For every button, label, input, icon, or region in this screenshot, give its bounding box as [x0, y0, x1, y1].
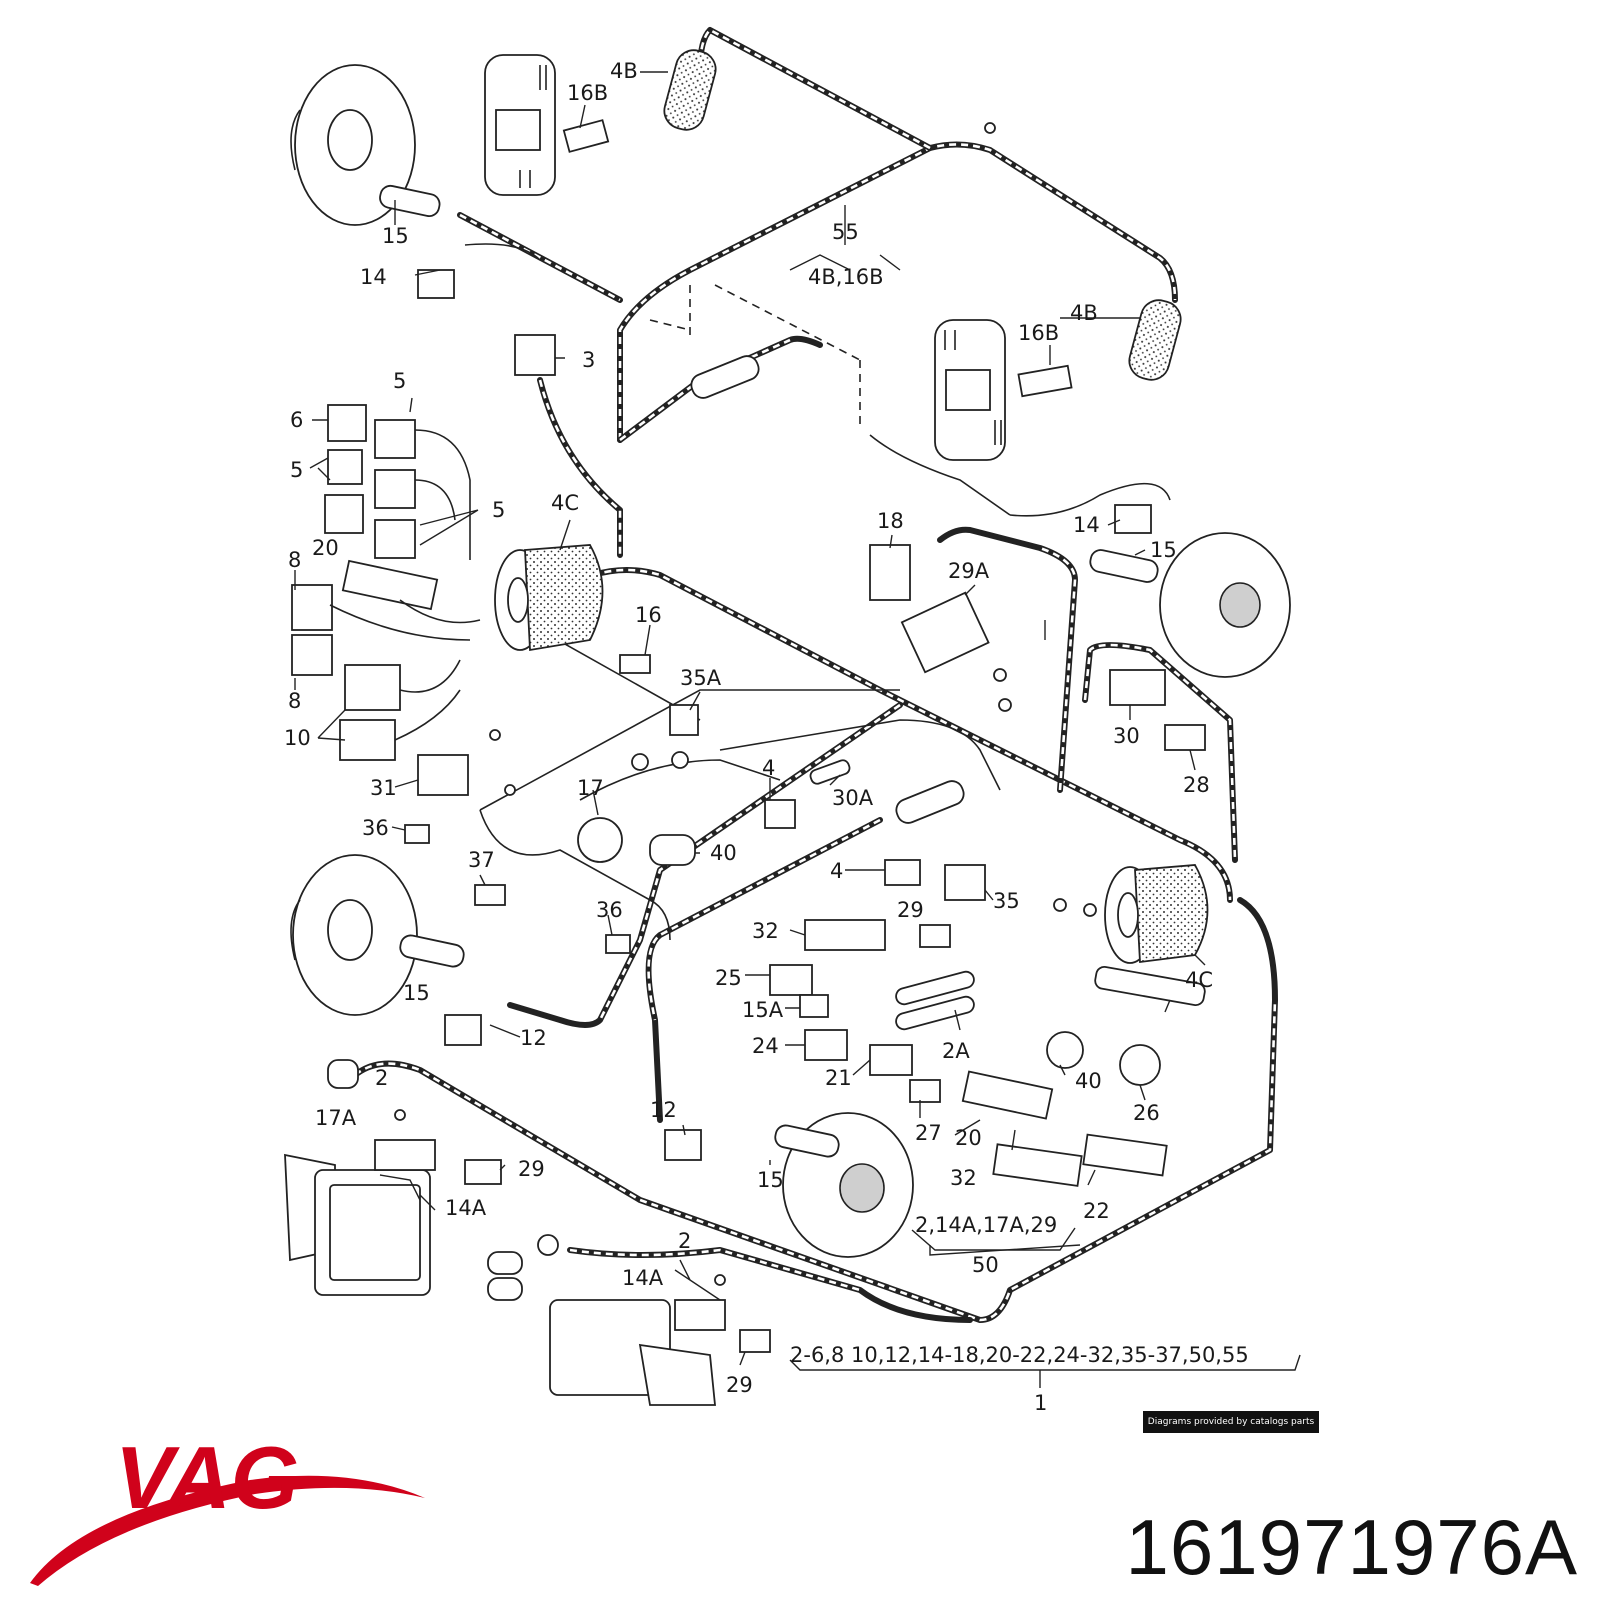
- label-40-b: 40: [1075, 1069, 1102, 1093]
- label-27: 27: [915, 1121, 942, 1145]
- label-14-b: 14: [1073, 513, 1100, 537]
- label-3: 3: [582, 348, 595, 372]
- label-29-b: 29: [518, 1157, 545, 1181]
- label-4-a: 4: [762, 756, 775, 780]
- label-12-a: 12: [520, 1026, 547, 1050]
- brake-disc-rear-right: [1089, 532, 1291, 678]
- label-32-a: 32: [752, 919, 779, 943]
- label-4C-upper: 4C: [551, 491, 579, 515]
- label-36-b: 36: [596, 898, 623, 922]
- label-group-1: 2-6,8 10,12,14-18,20-22,24-32,35-37,50,5…: [790, 1343, 1249, 1367]
- lamp-seal-4B-left: [562, 49, 717, 153]
- brake-disc-front-right: [774, 1112, 914, 1258]
- label-16B-left: 16B: [567, 81, 608, 105]
- label-20-a: 20: [312, 536, 339, 560]
- label-12-b: 12: [650, 1098, 677, 1122]
- label-20-b: 20: [955, 1126, 982, 1150]
- label-14-a: 14: [360, 265, 387, 289]
- ground-lugs: [394, 122, 1097, 1286]
- label-16: 16: [635, 603, 662, 627]
- label-37: 37: [468, 848, 495, 872]
- label-15-c: 15: [403, 981, 430, 1005]
- label-29-a: 29: [897, 898, 924, 922]
- label-8-a: 8: [288, 548, 301, 572]
- label-4-b: 4: [830, 859, 843, 883]
- label-22: 22: [1083, 1199, 1110, 1223]
- headlight-right: [549, 1299, 716, 1406]
- brake-disc-front-left: [290, 854, 465, 1016]
- label-group-55: 4B,16B: [808, 265, 884, 289]
- tail-light-right: [934, 319, 1006, 461]
- grommet-4C-lower: [1104, 864, 1209, 964]
- brake-disc-rear-left: [290, 64, 441, 226]
- label-25: 25: [715, 966, 742, 990]
- label-15-a: 15: [382, 224, 409, 248]
- tail-light-left: [484, 54, 556, 196]
- label-6: 6: [290, 408, 303, 432]
- label-15-d: 15: [757, 1168, 784, 1192]
- part-labels: 55 4B,16B 4B 16B 15 14 4B 16B 3 5 6 5 5 …: [284, 59, 1249, 1415]
- label-14A-a: 14A: [445, 1196, 487, 1220]
- harness-sleeves: [690, 355, 975, 1031]
- label-50: 50: [972, 1253, 999, 1277]
- label-4C-lower: 4C: [1185, 968, 1213, 992]
- vag-logo: VAG: [30, 1428, 425, 1586]
- label-30: 30: [1113, 724, 1140, 748]
- grommet-4C-upper: [494, 544, 604, 652]
- label-14A-b: 14A: [622, 1266, 664, 1290]
- label-29A: 29A: [948, 559, 990, 583]
- part-number: 161971976A: [1125, 1503, 1578, 1591]
- label-35: 35: [993, 889, 1020, 913]
- relay-block: [291, 404, 481, 796]
- label-21: 21: [825, 1066, 852, 1090]
- label-15-b: 15: [1150, 538, 1177, 562]
- label-15A: 15A: [742, 998, 784, 1022]
- label-8-b: 8: [288, 689, 301, 713]
- label-26: 26: [1133, 1101, 1160, 1125]
- label-4B-right: 4B: [1070, 301, 1098, 325]
- label-group-50: 2,14A,17A,29: [915, 1213, 1057, 1237]
- label-5-c: 5: [492, 498, 505, 522]
- label-10: 10: [284, 726, 311, 750]
- logo-text: VAG: [115, 1428, 299, 1527]
- label-24: 24: [752, 1034, 779, 1058]
- label-5-b: 5: [290, 458, 303, 482]
- label-36-a: 36: [362, 816, 389, 840]
- small-connectors: [327, 269, 1206, 1353]
- label-5-a: 5: [393, 369, 406, 393]
- label-40-a: 40: [710, 841, 737, 865]
- label-32-b: 32: [950, 1166, 977, 1190]
- label-18: 18: [877, 509, 904, 533]
- label-4B-left: 4B: [610, 59, 638, 83]
- label-2-b: 2: [678, 1229, 691, 1253]
- logo-swoosh: [30, 1475, 425, 1586]
- label-2A: 2A: [942, 1039, 970, 1063]
- label-30A: 30A: [832, 786, 874, 810]
- label-31: 31: [370, 776, 397, 800]
- label-28: 28: [1183, 773, 1210, 797]
- catalog-watermark: Diagrams provided by catalogs parts: [1143, 1411, 1319, 1433]
- lamp-seal-4B-right: [1017, 299, 1182, 398]
- leader-lines: [294, 71, 1301, 1388]
- label-29-c: 29: [726, 1373, 753, 1397]
- label-2-a: 2: [375, 1066, 388, 1090]
- headlight-left: [284, 1153, 431, 1296]
- label-55: 55: [832, 220, 859, 244]
- label-35A: 35A: [680, 666, 722, 690]
- label-1: 1: [1034, 1391, 1047, 1415]
- label-16B-right: 16B: [1018, 321, 1059, 345]
- label-17: 17: [577, 776, 604, 800]
- label-17A: 17A: [315, 1106, 357, 1130]
